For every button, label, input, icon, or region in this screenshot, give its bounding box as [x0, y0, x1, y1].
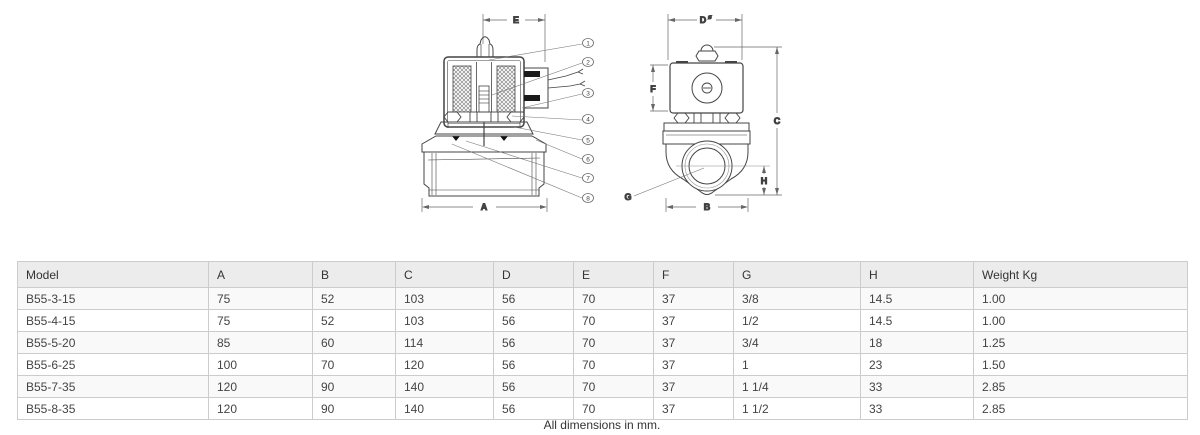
callout-7: 7	[582, 173, 594, 183]
model-cell: B55-6-25	[17, 353, 209, 376]
model-cell: B55-4-15	[17, 309, 209, 332]
header-row: Model A B C D E F G H Weight Kg	[17, 261, 1188, 288]
technical-drawing: E	[421, 14, 782, 213]
svg-text:2: 2	[586, 59, 590, 66]
svg-text:4: 4	[586, 116, 590, 123]
dimension-b	[665, 198, 749, 212]
svg-text:3: 3	[586, 90, 590, 97]
model-cell: B55-3-15	[17, 287, 209, 310]
dimension-a	[421, 198, 548, 212]
coil-winding-left	[452, 65, 472, 113]
g-leader-line	[633, 167, 705, 197]
svg-text:8: 8	[586, 195, 590, 202]
callout-5: 5	[582, 135, 594, 145]
callout-4: 4	[582, 114, 594, 124]
dimensions-table: Model A B C D E F G H Weight Kg B55-3-15…	[17, 261, 1188, 420]
dim-label-e: E	[513, 15, 519, 25]
table-row: B55-6-25 100 70 120 56 70 37 1 23 1.50	[17, 353, 1188, 376]
dimensions-note: All dimensions in mm.	[543, 418, 661, 432]
column-header-c: C	[395, 261, 494, 288]
dim-label-a: A	[481, 202, 488, 212]
dim-label-d: D	[700, 15, 707, 25]
column-header-e: E	[573, 261, 654, 288]
dim-label-f: F	[650, 84, 656, 94]
dim-label-g: G	[624, 192, 631, 202]
svg-text:6: 6	[586, 156, 590, 163]
dim-label-h: H	[761, 176, 768, 186]
column-header-d: D	[493, 261, 574, 288]
dimension-f	[650, 64, 668, 112]
column-header-model: Model	[17, 261, 209, 288]
bonnet-nuts	[443, 111, 525, 123]
dimension-d	[667, 14, 743, 60]
body-lower	[665, 144, 749, 195]
column-header-weight: Weight Kg	[973, 261, 1188, 288]
cap-front	[695, 44, 719, 62]
table-row: B55-5-20 85 60 114 56 70 37 3/4 18 1.25	[17, 331, 1188, 354]
dimensions-table-wrap: Model A B C D E F G H Weight Kg B55-3-15…	[17, 261, 1188, 420]
column-header-f: F	[653, 261, 734, 288]
column-header-h: H	[860, 261, 974, 288]
flange-nuts-front	[673, 112, 741, 124]
coil-winding-right	[496, 65, 516, 113]
model-cell: B55-8-35	[17, 397, 209, 420]
callout-1: 1	[582, 38, 594, 48]
dimension-c	[714, 46, 782, 196]
lead-wires	[547, 68, 586, 89]
table-row: B55-7-35 120 90 140 56 70 37 1 1/4 33 2.…	[17, 375, 1188, 398]
dimension-h	[762, 166, 766, 195]
callout-balloons: 1 2 3 4 5 6 7 8	[582, 38, 594, 203]
side-section-view: E	[421, 14, 594, 213]
model-cell: B55-7-35	[17, 375, 209, 398]
table-row: B55-8-35 120 90 140 56 70 37 1 1/2 33 2.…	[17, 397, 1188, 420]
front-view: D ø F	[624, 14, 782, 213]
callout-3: 3	[582, 88, 594, 98]
column-header-a: A	[208, 261, 313, 288]
table-row: B55-3-15 75 52 103 56 70 37 3/8 14.5 1.0…	[17, 287, 1188, 310]
dimension-e	[482, 14, 546, 62]
dim-label-c: C	[774, 116, 781, 126]
svg-text:5: 5	[586, 137, 590, 144]
dim-label-b: B	[704, 202, 711, 212]
dim-label-d-sup: ø	[708, 15, 712, 21]
callout-leaders	[451, 43, 583, 199]
column-header-b: B	[312, 261, 396, 288]
flange-plate	[663, 122, 750, 132]
svg-text:1: 1	[586, 40, 590, 47]
callout-8: 8	[582, 193, 594, 203]
column-header-g: G	[733, 261, 861, 288]
callout-6: 6	[582, 154, 594, 164]
manual-override-cap	[476, 36, 494, 57]
coil-front-circle	[691, 72, 723, 104]
callout-2: 2	[582, 57, 594, 67]
valve-body	[421, 135, 547, 197]
valve-bonnet	[434, 121, 534, 135]
model-cell: B55-5-20	[17, 331, 209, 354]
svg-text:7: 7	[586, 175, 590, 182]
table-row: B55-4-15 75 52 103 56 70 37 1/2 14.5 1.0…	[17, 309, 1188, 332]
